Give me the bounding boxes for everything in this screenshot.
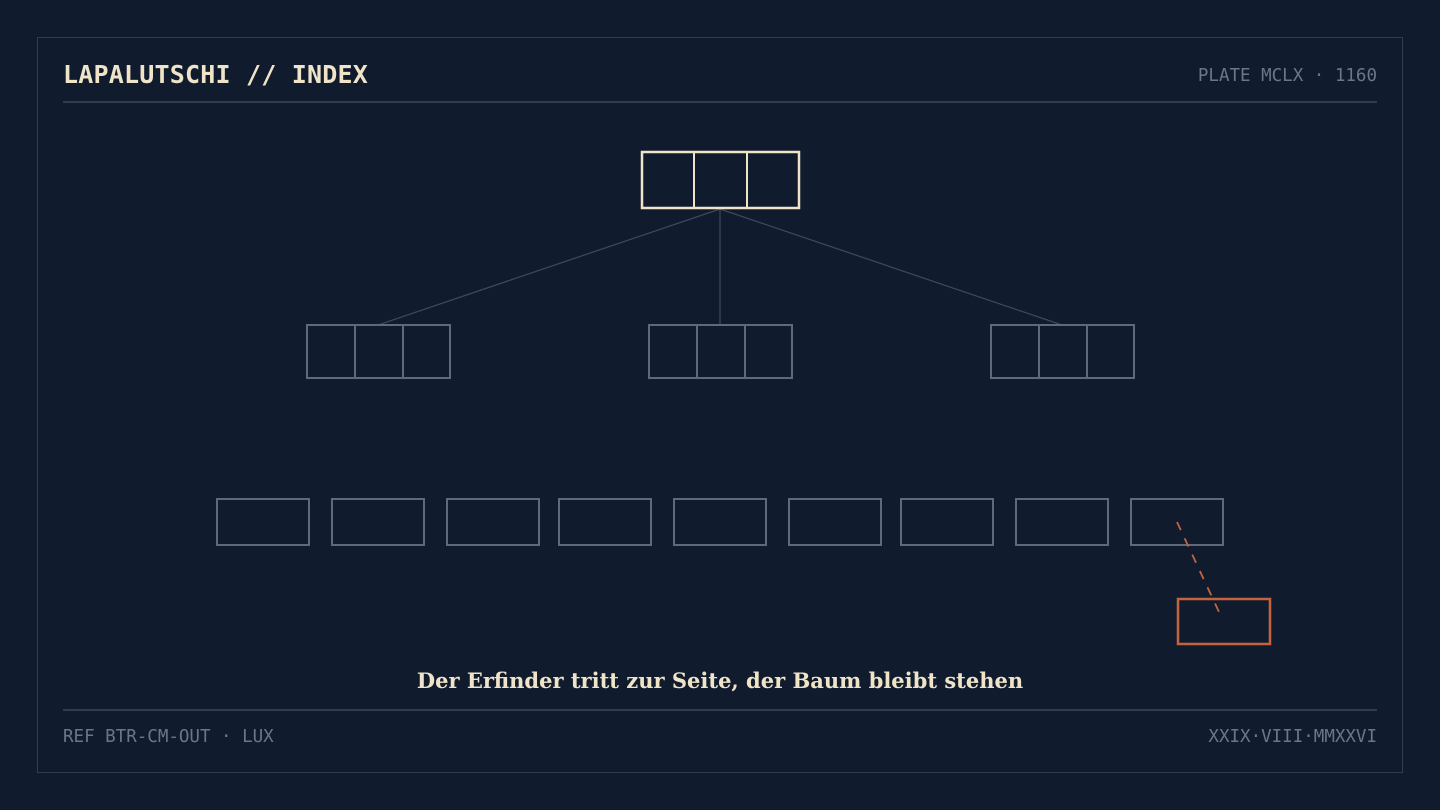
leaf-node [1015, 498, 1109, 546]
leaf-node [446, 498, 540, 546]
tree-edges [377, 208, 1063, 326]
leaf-node [788, 498, 882, 546]
footer-divider [63, 709, 1377, 711]
internal-node-left [306, 324, 451, 379]
plate-date: XXIX·VIII·MMXXVI [1208, 727, 1377, 747]
root-node [640, 150, 801, 210]
edge-root-right [719, 208, 1063, 326]
leaf-node [673, 498, 767, 546]
plate-frame [37, 37, 1403, 773]
leaf-node [1130, 498, 1224, 546]
header-divider [63, 101, 1377, 103]
leaf-node [216, 498, 310, 546]
detached-leaf-node [1176, 597, 1272, 646]
page-title: LAPALUTSCHI // INDEX [63, 60, 369, 89]
edge-root-left [377, 208, 721, 326]
plate-number: PLATE MCLX · 1160 [1197, 66, 1377, 86]
reference-code: REF BTR-CM-OUT · LUX [63, 727, 274, 747]
leaf-row [216, 498, 1224, 546]
leaf-node [558, 498, 652, 546]
leaf-node [900, 498, 994, 546]
internal-node-right [990, 324, 1135, 379]
leaf-node [331, 498, 425, 546]
diagram-caption: Der Erfinder tritt zur Seite, der Baum b… [416, 668, 1024, 693]
internal-node-middle [648, 324, 793, 379]
